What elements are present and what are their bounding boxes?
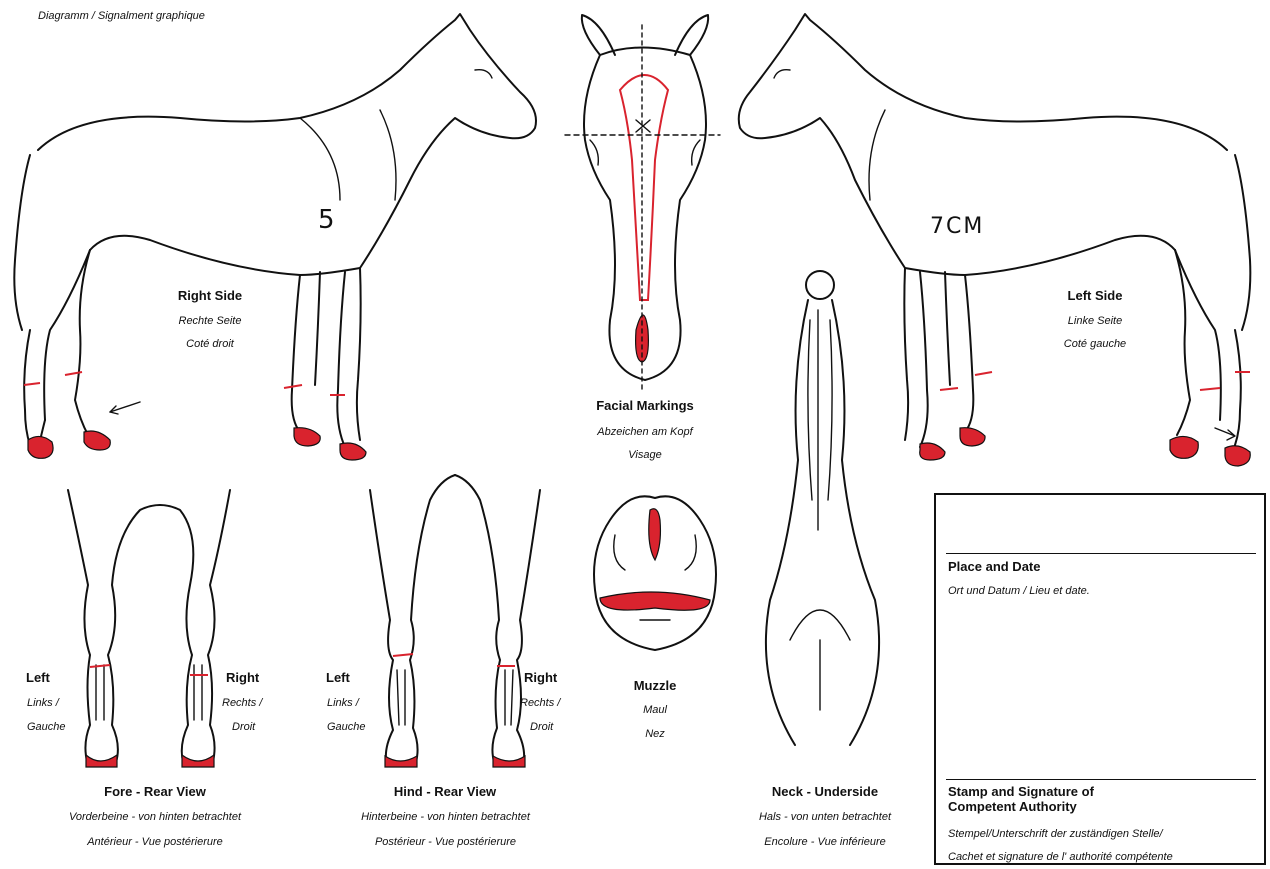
fore-rear-de: Vorderbeine - von hinten betrachtet <box>30 811 280 823</box>
hind-left-sub1: Links / <box>327 697 359 709</box>
fore-right-label: Right <box>226 670 259 685</box>
fore-rear-fr: Antérieur - Vue postérierure <box>30 836 280 848</box>
right-side-fr: Coté droit <box>140 338 280 350</box>
facial-markings-de: Abzeichen am Kopf <box>565 426 725 438</box>
handwritten-mark-left: 7CM <box>930 214 984 239</box>
fore-right-sub1: Rechts / <box>222 697 262 709</box>
fore-right-sub2: Droit <box>232 721 255 733</box>
fore-left-sub1: Links / <box>27 697 59 709</box>
fore-rear-view-drawing <box>60 485 240 775</box>
muzzle-fr: Nez <box>585 728 725 740</box>
stamp-title-2: Competent Authority <box>948 799 1077 814</box>
neck-de: Hals - von unten betrachtet <box>725 811 925 823</box>
stamp-title-1: Stamp and Signature of <box>948 784 1094 799</box>
facial-markings-fr: Visage <box>565 449 725 461</box>
left-side-de: Linke Seite <box>1025 315 1165 327</box>
hind-right-sub1: Rechts / <box>520 697 560 709</box>
handwritten-mark-right: 5 <box>318 205 335 235</box>
muzzle-de: Maul <box>585 704 725 716</box>
fore-left-sub2: Gauche <box>27 721 66 733</box>
left-side-fr: Coté gauche <box>1025 338 1165 350</box>
neck-title: Neck - Underside <box>730 784 920 799</box>
hind-rear-view-drawing <box>355 470 555 775</box>
facial-markings-title: Facial Markings <box>565 398 725 413</box>
right-side-de: Rechte Seite <box>140 315 280 327</box>
hind-rear-title: Hind - Rear View <box>350 784 540 799</box>
hind-rear-fr: Postérieur - Vue postérierure <box>318 836 573 848</box>
hind-right-sub2: Droit <box>530 721 553 733</box>
stamp-sub-1: Stempel/Unterschrift der zuständigen Ste… <box>948 828 1163 840</box>
place-date-sub: Ort und Datum / Lieu et date. <box>948 585 1090 597</box>
muzzle-drawing <box>580 490 730 670</box>
neck-fr: Encolure - Vue inférieure <box>725 836 925 848</box>
horse-left-side-drawing <box>730 0 1270 470</box>
horse-right-side-drawing <box>0 0 560 470</box>
hind-left-label: Left <box>326 670 350 685</box>
fore-left-label: Left <box>26 670 50 685</box>
authority-box: Place and Date Ort und Datum / Lieu et d… <box>934 493 1266 865</box>
stamp-sub-2: Cachet et signature de l' authorité comp… <box>948 851 1173 863</box>
place-date-line <box>946 553 1256 554</box>
face-front-drawing <box>560 0 730 400</box>
fore-rear-title: Fore - Rear View <box>60 784 250 799</box>
hind-rear-de: Hinterbeine - von hinten betrachtet <box>318 811 573 823</box>
place-date-title: Place and Date <box>948 559 1041 574</box>
stamp-line <box>946 779 1256 780</box>
hind-left-sub2: Gauche <box>327 721 366 733</box>
right-side-title: Right Side <box>140 288 280 303</box>
left-side-title: Left Side <box>1025 288 1165 303</box>
hind-right-label: Right <box>524 670 557 685</box>
muzzle-title: Muzzle <box>585 678 725 693</box>
